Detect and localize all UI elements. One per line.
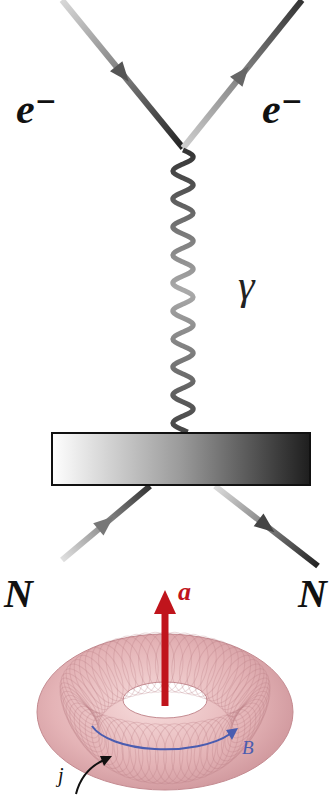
torus-ring (147, 724, 183, 784)
torus-ring (154, 631, 193, 693)
axis-arrow (162, 612, 169, 706)
photon-label: γ (238, 262, 255, 308)
torus-ring (204, 645, 258, 712)
fermion-line (62, 486, 150, 560)
fermion-line (183, 0, 302, 148)
field-line (92, 726, 230, 749)
current-label: j (58, 764, 64, 786)
torus-ring (56, 663, 110, 727)
field-label: B (242, 738, 254, 759)
particle-label: e⁻ (16, 86, 57, 132)
current-line (76, 760, 104, 794)
fermion-line (62, 0, 183, 148)
photon-line (173, 150, 193, 432)
arrowhead (226, 728, 238, 740)
particle-label: N (4, 572, 33, 616)
torus-ring (127, 721, 170, 785)
particle-label: e⁻ (262, 86, 303, 132)
torus-ring (117, 631, 162, 696)
vertex-blob (52, 433, 310, 485)
torus-ring (174, 717, 222, 783)
arrowhead (93, 517, 113, 536)
fermion-line (215, 486, 318, 566)
torus-ring (181, 634, 231, 701)
torus-ring (225, 673, 277, 735)
arrowhead (100, 756, 112, 766)
arrowhead (230, 66, 249, 87)
arrowhead (254, 514, 275, 533)
torus-ring (77, 707, 131, 775)
arrowhead (110, 61, 129, 82)
torus-ring (62, 653, 116, 719)
particle-label: N (298, 572, 327, 616)
arrowhead (154, 590, 176, 614)
vector-label: a (178, 578, 191, 607)
torus-ring (92, 636, 143, 704)
torus-ring (220, 663, 274, 727)
torus-ring (137, 631, 176, 693)
